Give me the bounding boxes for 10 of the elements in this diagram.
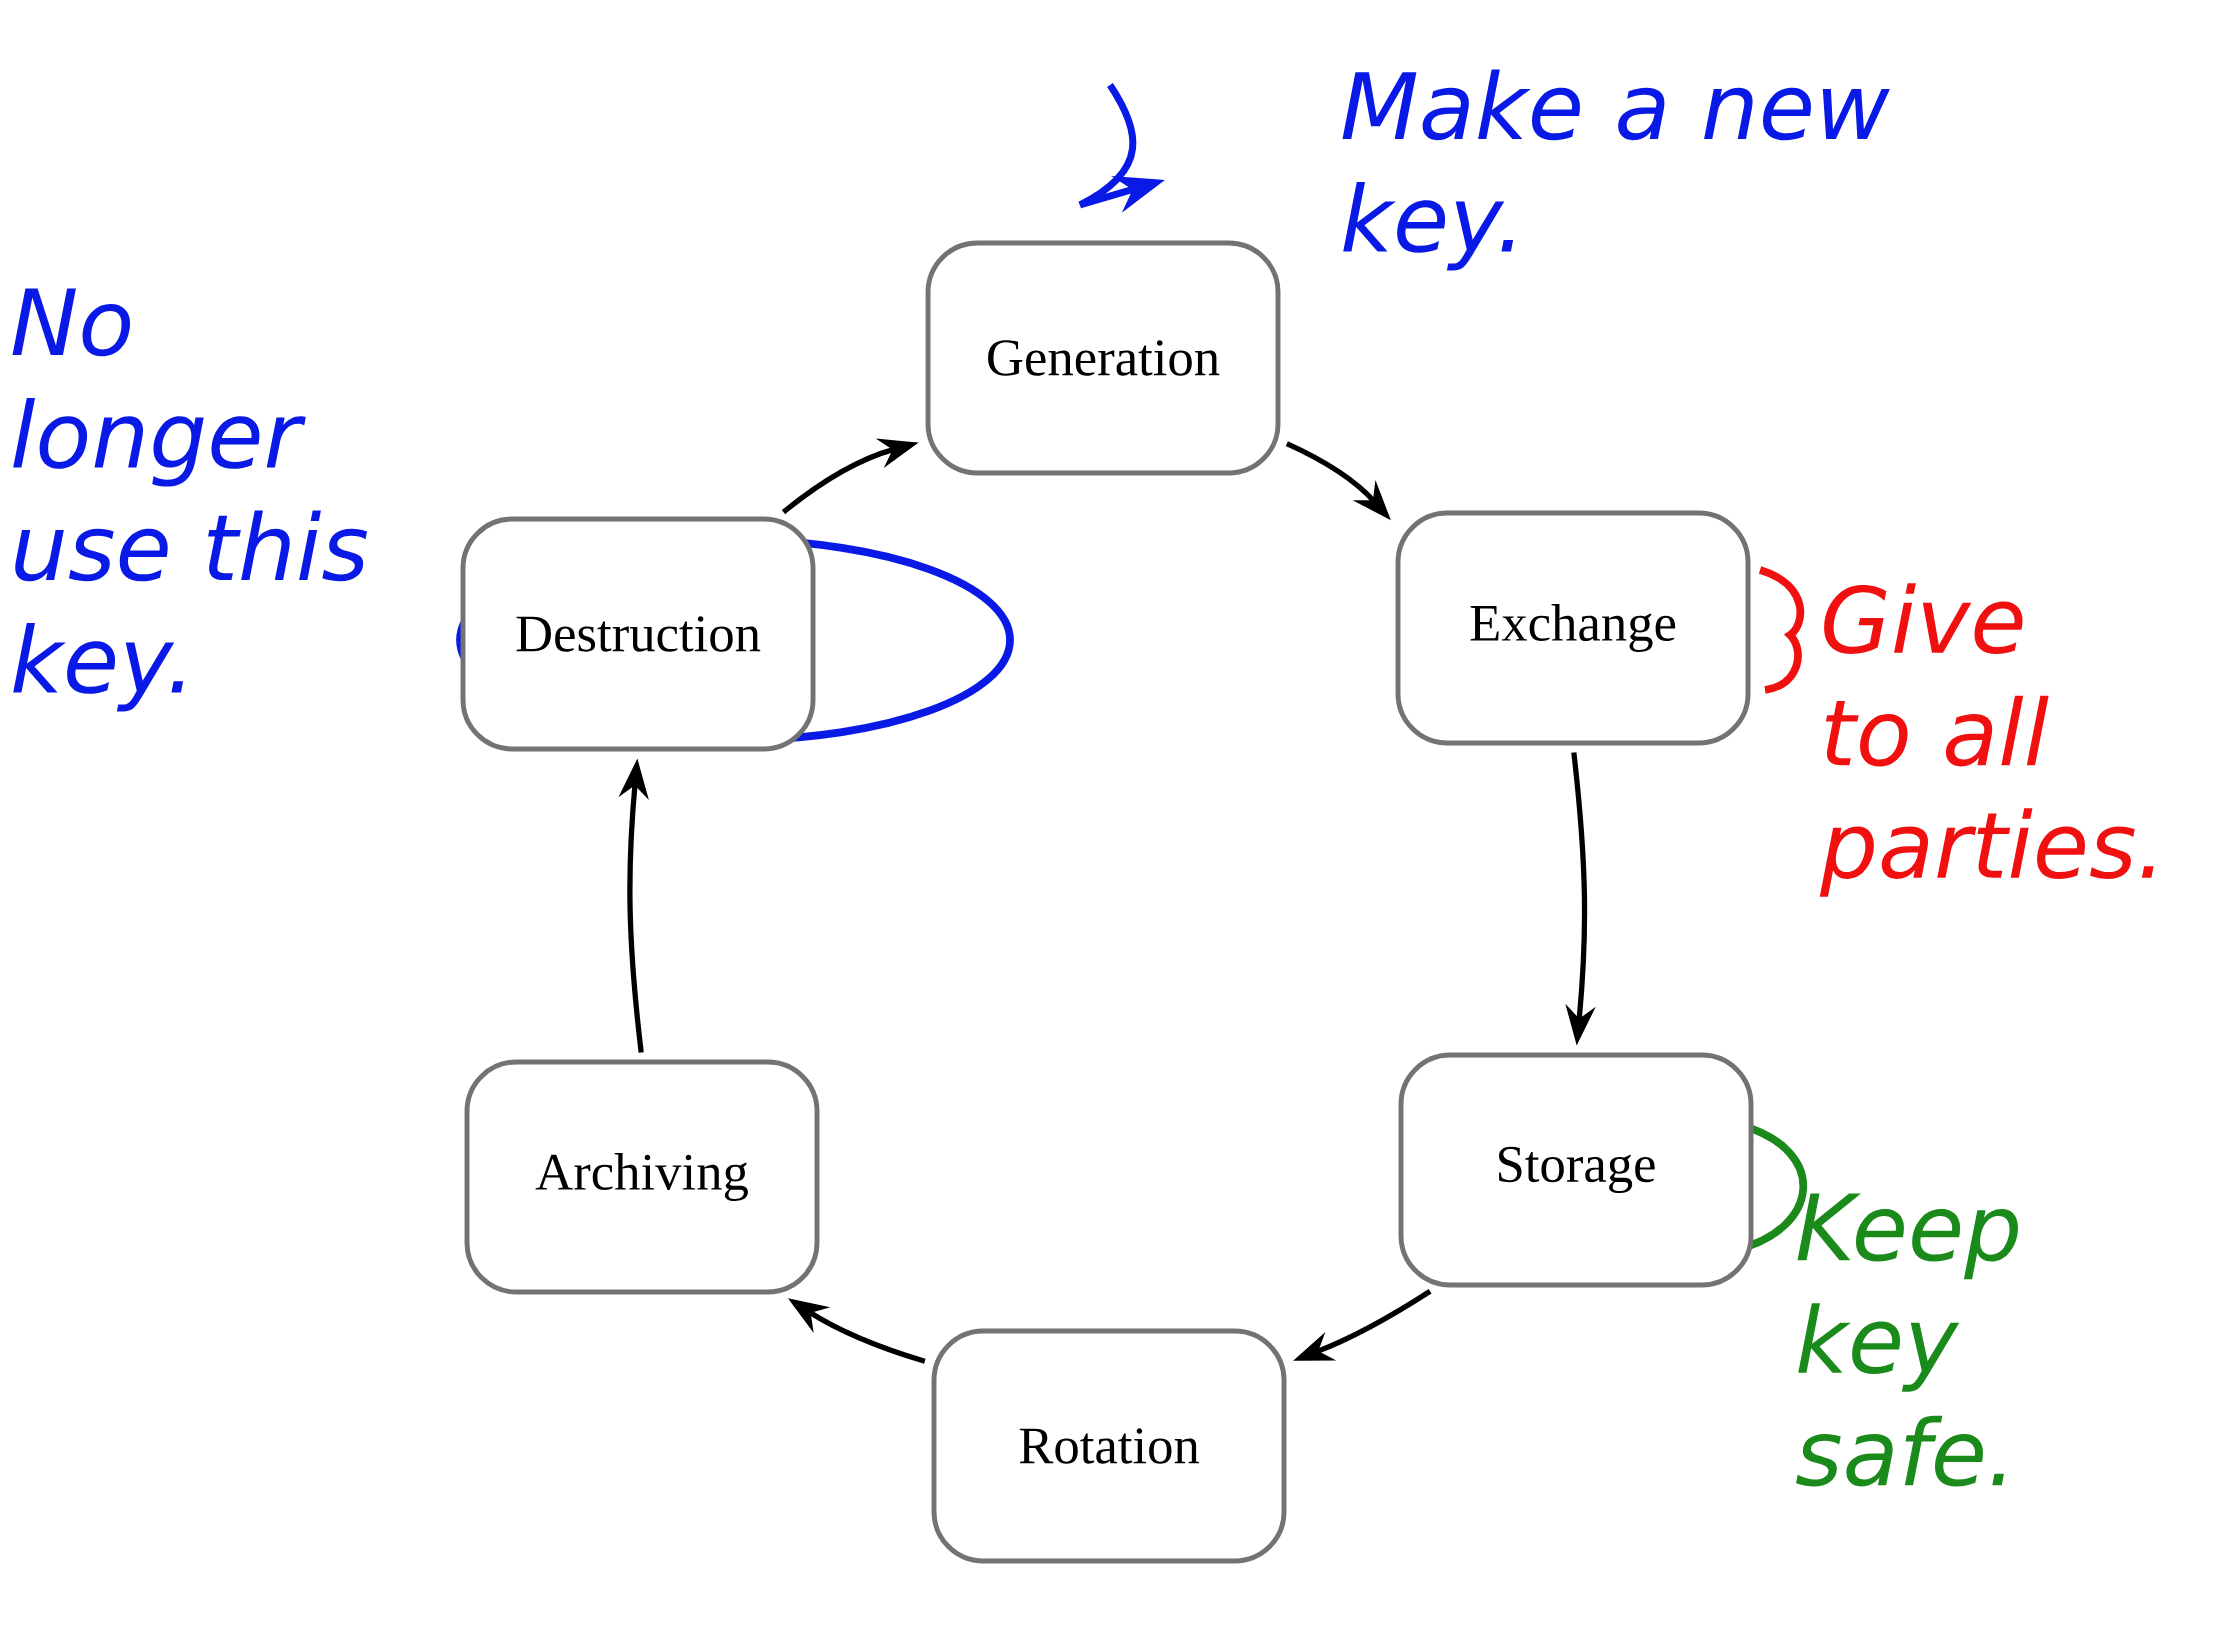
process-box: Storage [1398, 1052, 1754, 1288]
process-box: Destruction [460, 516, 816, 752]
process-box: Exchange [1395, 510, 1751, 746]
process-box: Archiving [464, 1059, 820, 1295]
process-box: Generation [925, 240, 1281, 476]
handwritten-note: Give to all parties. [1819, 583, 2154, 897]
handwritten-note: No longer use this key. [12, 288, 368, 712]
handwritten-note: Make a new key. [1342, 69, 1890, 271]
handwritten-note: Keep key safe. [1796, 1193, 2018, 1487]
process-box: Rotation [931, 1328, 1287, 1564]
